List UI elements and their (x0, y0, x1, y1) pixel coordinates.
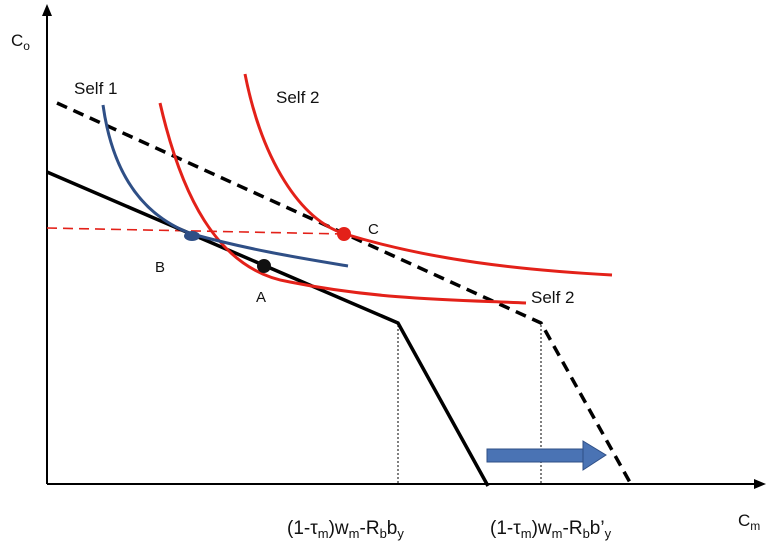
point-a-marker (257, 259, 271, 273)
y-axis-arrowhead (42, 4, 52, 16)
self1-label: Self 1 (74, 79, 117, 98)
self1-indifference-curve (101, 104, 349, 268)
self2-lower-label: Self 2 (531, 288, 574, 307)
point-a-label: A (256, 289, 266, 306)
consumption-reference-line (46, 227, 345, 235)
shift-arrow-head (582, 440, 607, 471)
original-budget-line (46, 170, 490, 487)
kink1-tick-label: (1-τm)wm-Rbby (287, 518, 404, 541)
self2-upper-label: Self 2 (276, 88, 319, 107)
y-axis-label: Co (11, 31, 30, 53)
shift-arrow-shaft (486, 448, 584, 463)
kink2-tick-label: (1-τm)wm-Rbb’y (490, 518, 612, 541)
new-budget-line (56, 101, 634, 487)
point-c-label: C (368, 221, 379, 238)
x-axis-arrowhead (754, 479, 766, 489)
point-c-marker (337, 227, 351, 241)
self2-lower-indifference-curve (158, 102, 527, 305)
point-b-label: B (155, 259, 165, 276)
x-axis-label: Cm (738, 511, 760, 533)
point-b-marker (184, 231, 200, 241)
